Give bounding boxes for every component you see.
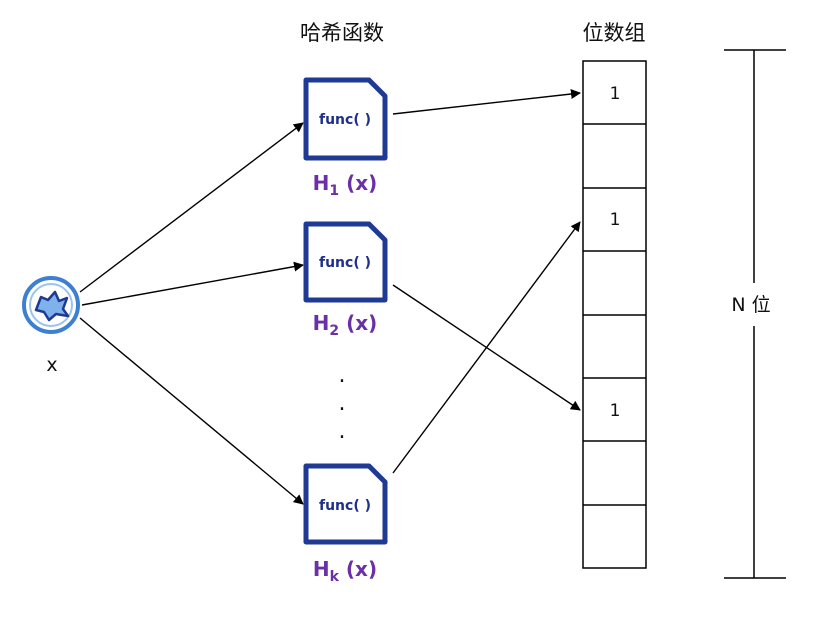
bit-cell: 1 <box>583 401 646 442</box>
input-element: x <box>22 276 80 376</box>
arrow-h1-to-bit <box>392 89 581 115</box>
hash-functions-header: 哈希函数 <box>300 21 384 45</box>
hash-function-2: func( ) H2 (x) <box>303 221 388 339</box>
bit-value: 1 <box>610 401 621 421</box>
hash-function-1: func( ) H1 (x) <box>303 77 388 199</box>
arrow-x-to-h1 <box>79 122 304 293</box>
ellipsis: . . . <box>339 363 346 444</box>
bit-array: 1 1 1 <box>582 60 647 569</box>
ellipsis-dot: . <box>339 391 346 416</box>
input-element-icon <box>22 276 80 334</box>
hash-label: H1 (x) <box>313 171 378 199</box>
function-code: func( ) <box>319 255 371 271</box>
bit-value: 1 <box>610 84 621 104</box>
document-icon <box>303 77 388 161</box>
function-code: func( ) <box>319 112 371 128</box>
input-label: x <box>46 354 57 376</box>
size-bracket: N 位 <box>724 49 786 579</box>
hash-arrows <box>392 89 581 474</box>
ellipsis-dot: . <box>339 419 346 444</box>
hash-function-k: func( ) Hk (x) <box>303 463 388 585</box>
bit-value: 1 <box>610 210 621 230</box>
bit-cell: 1 <box>583 84 646 125</box>
document-icon <box>303 221 388 303</box>
bit-array-header: 位数组 <box>583 21 646 45</box>
arrow-hk-to-bit <box>392 221 581 474</box>
size-label: N 位 <box>731 294 770 316</box>
hash-label: H2 (x) <box>313 311 378 339</box>
bit-cell: 1 <box>583 210 646 252</box>
input-arrows <box>79 122 304 505</box>
function-code: func( ) <box>319 498 371 514</box>
hash-label: Hk (x) <box>313 557 377 585</box>
arrow-x-to-h2 <box>81 261 304 306</box>
arrow-x-to-hk <box>79 317 304 505</box>
ellipsis-dot: . <box>339 363 346 388</box>
document-icon <box>303 463 388 545</box>
